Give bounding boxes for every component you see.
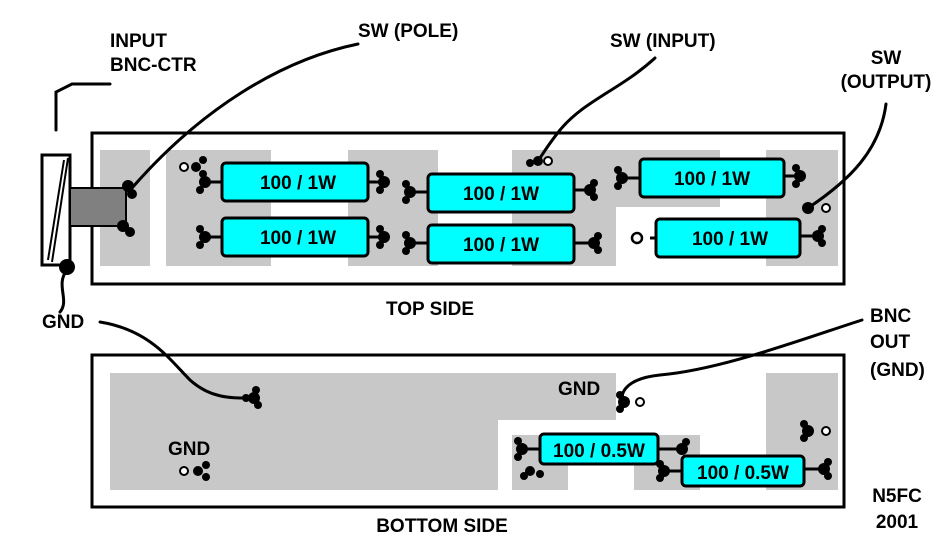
bottom-side-label: BOTTOM SIDE <box>376 516 508 537</box>
sw-pole-wire <box>130 42 360 190</box>
sw-pole-label: SW (POLE) <box>358 21 458 42</box>
solder-joint <box>179 386 832 482</box>
sw-output-label: SW <box>871 48 902 69</box>
resistor-label: 100 / 0.5W <box>553 441 645 462</box>
solder-joint <box>179 156 831 255</box>
resistor-top-3: 100 / 1W <box>426 172 576 214</box>
input-label-2: BNC-CTR <box>110 55 197 76</box>
bnc-connector <box>40 153 127 275</box>
bnc-out-label-2: OUT <box>870 332 911 353</box>
resistor-label: 100 / 1W <box>463 184 539 205</box>
copper-pad <box>110 373 616 490</box>
resistor-label: 100 / 1W <box>260 173 336 194</box>
gnd-bottom-wire <box>98 320 250 400</box>
resistor-top-1: 100 / 1W <box>220 161 370 203</box>
gnd-left-wire <box>58 268 69 314</box>
bnc-out-label-3: (GND) <box>870 360 925 381</box>
top-side-label: TOP SIDE <box>386 299 474 320</box>
credit-year: 2001 <box>876 512 919 533</box>
sw-output-wire <box>806 102 888 210</box>
resistor-label: 100 / 0.5W <box>697 463 789 484</box>
bnc-out-label: BNC <box>870 306 911 327</box>
resistor-label: 100 / 1W <box>260 228 336 249</box>
gnd-bottom-left-label: GND <box>168 439 210 460</box>
resistor-bottom-1: 100 / 0.5W <box>538 432 660 466</box>
gnd-left-label: GND <box>42 312 84 333</box>
input-label: INPUT <box>110 31 167 52</box>
resistor-top-4: 100 / 1W <box>426 223 576 265</box>
sw-input-label: SW (INPUT) <box>610 31 716 52</box>
resistor-top-2: 100 / 1W <box>220 216 370 258</box>
resistor-label: 100 / 1W <box>463 235 539 256</box>
resistor-bottom-2: 100 / 0.5W <box>680 454 806 488</box>
gnd-bottom-right-label: GND <box>558 379 600 400</box>
resistor-top-5: 100 / 1W <box>638 157 786 199</box>
sw-input-wire <box>536 56 657 163</box>
resistor-top-6: 100 / 1W <box>654 217 802 259</box>
solder-joint <box>117 180 137 237</box>
sw-output-label-2: (OUTPUT) <box>841 72 932 93</box>
resistor-label: 100 / 1W <box>674 169 750 190</box>
resistor-label: 100 / 1W <box>692 229 768 250</box>
input-leader-line <box>54 82 112 132</box>
credit-label: N5FC <box>872 486 922 507</box>
bnc-out-gnd-wire <box>620 318 864 404</box>
